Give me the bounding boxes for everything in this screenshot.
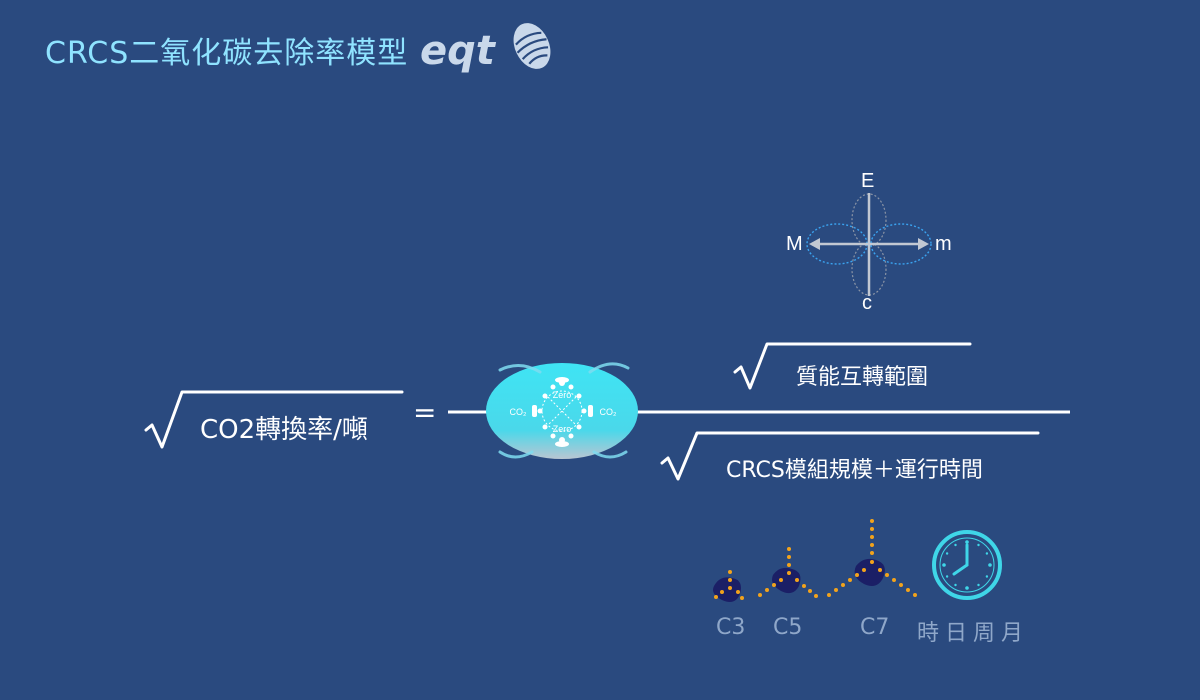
badge-top-label: Zero bbox=[553, 390, 572, 400]
compass-lobe-right bbox=[870, 223, 932, 265]
compass-label-bottom: c bbox=[862, 292, 872, 314]
compass-label-left: M bbox=[786, 233, 803, 255]
label-c3: C3 bbox=[716, 615, 746, 640]
arrow-left-icon bbox=[809, 238, 820, 250]
label-c7: C7 bbox=[860, 615, 890, 640]
badge-left-label: CO₂ bbox=[510, 407, 528, 417]
arrow-right-icon bbox=[918, 238, 929, 250]
molecule-c5-icon bbox=[758, 547, 818, 598]
badge-right-label: CO₂ bbox=[600, 407, 618, 417]
logo-text: eqt bbox=[420, 28, 497, 74]
eqt-logo: eqt bbox=[418, 14, 558, 84]
lhs-label: CO2轉換率/噸 bbox=[200, 415, 368, 445]
badge-bottom-label: Zero bbox=[553, 424, 572, 434]
label-c5: C5 bbox=[773, 615, 803, 640]
logo-oval-icon bbox=[513, 23, 551, 69]
numerator-label: 質能互轉範圍 bbox=[796, 365, 929, 390]
clock-icon bbox=[932, 530, 1002, 600]
equals-sign: = bbox=[413, 396, 437, 429]
page-title: CRCS二氧化碳去除率模型 bbox=[45, 36, 409, 71]
compass-label-right: m bbox=[935, 233, 952, 255]
denominator-sqrt-icon bbox=[660, 431, 1040, 481]
denominator-label: CRCS模組規模＋運行時間 bbox=[726, 458, 983, 483]
numerator-sqrt-icon bbox=[733, 342, 972, 390]
label-time-units: 時日周月 bbox=[917, 621, 1030, 646]
compass-label-top: E bbox=[861, 170, 875, 192]
molecule-c3-icon bbox=[713, 570, 744, 602]
compass-diagram bbox=[806, 193, 932, 296]
molecule-c7-icon bbox=[827, 519, 917, 597]
center-badge: Zero Zero CO₂ CO₂ bbox=[486, 362, 638, 459]
lhs-sqrt-icon bbox=[144, 390, 404, 449]
